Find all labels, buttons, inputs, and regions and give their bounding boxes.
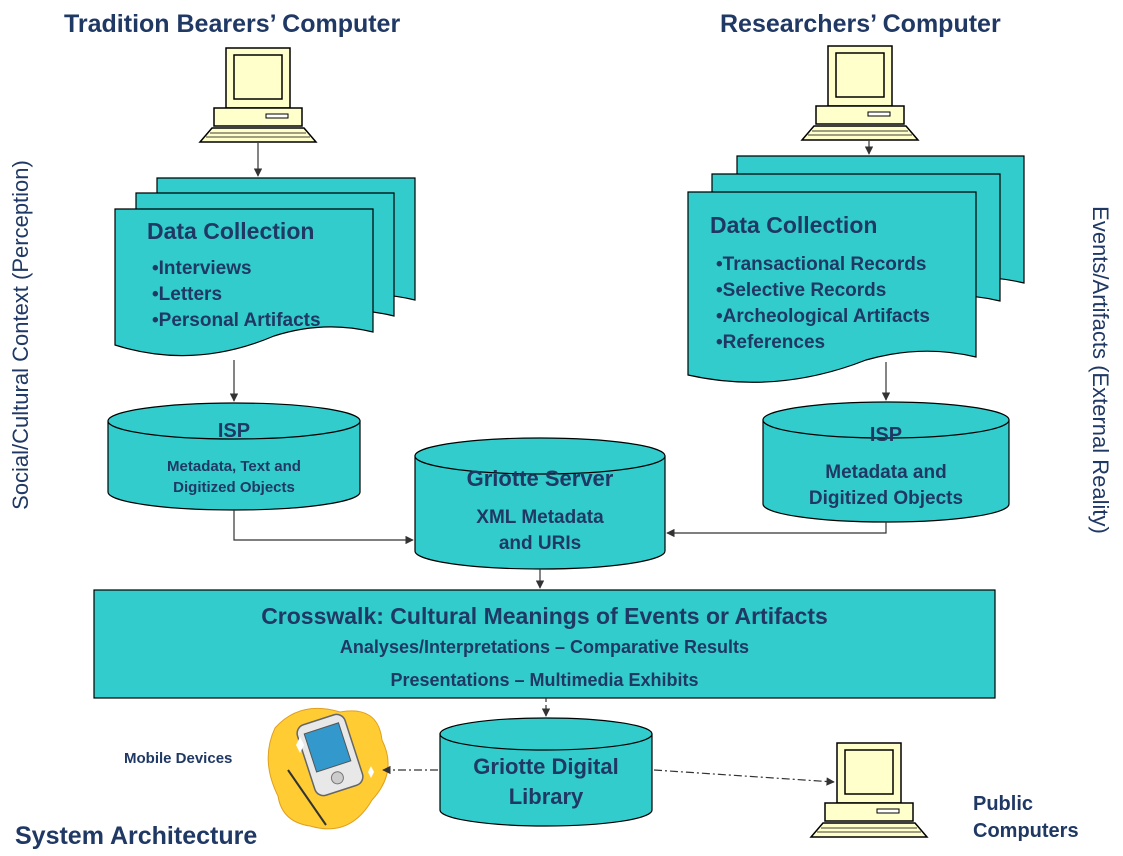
left-data-collection-list: •Interviews •Letters •Personal Artifacts [152,256,321,334]
list-item: •Personal Artifacts [152,310,321,331]
system-architecture-caption: System Architecture [15,822,258,850]
left-data-collection-heading: Data Collection [147,218,315,244]
right-isp-line-1: Metadata and [825,462,947,483]
tradition-computer-title: Tradition Bearers’ Computer [64,10,401,38]
crosswalk-line-1: Analyses/Interpretations – Comparative R… [339,637,750,657]
left-side-label: Social/Cultural Context (Perception) [8,160,33,510]
left-document-stack [114,177,416,357]
list-item: •References [716,332,826,353]
digital-library-label: Griotte Digital Library [440,752,652,812]
right-isp-description: Metadata and Digitized Objects [763,460,1009,512]
left-isp-description: Metadata, Text and Digitized Objects [108,456,360,498]
griotte-server-cylinder [414,437,666,570]
crosswalk-box [93,589,996,699]
list-item: •Interviews [152,258,252,279]
griotte-server-line-1: XML Metadata [476,507,604,528]
list-item: •Selective Records [716,280,887,301]
mobile-devices-label: Mobile Devices [124,750,233,767]
tradition-computer-icon [199,47,317,143]
crosswalk-line-2: Presentations – Multimedia Exhibits [390,670,699,690]
right-isp-line-2: Digitized Objects [808,488,964,509]
public-computers-line-1: Public [973,793,1034,815]
left-isp-title: ISP [217,420,251,442]
griotte-server-line-2: and URIs [498,533,582,554]
crosswalk-title: Crosswalk: Cultural Meanings of Events o… [261,603,828,629]
right-side-label: Events/Artifacts (External Reality) [1088,206,1113,534]
right-data-collection-list: •Transactional Records •Selective Record… [716,252,930,356]
list-item: •Letters [152,284,223,305]
public-computer-icon [810,742,928,838]
digital-library-cylinder [439,717,653,827]
left-isp-line-1: Metadata, Text and [167,458,301,475]
digital-library-line-2: Library [508,784,584,809]
mobile-device-icon [267,707,389,830]
list-item: •Transactional Records [716,254,927,275]
public-computers-label: Public Computers [973,791,1079,845]
connectors [229,141,891,786]
left-isp-cylinder [107,402,361,511]
right-isp-cylinder [762,401,1010,523]
left-isp-line-2: Digitized Objects [173,479,295,496]
griotte-server-description: XML Metadata and URIs [415,505,665,557]
researchers-computer-title: Researchers’ Computer [720,10,1001,38]
list-item: •Archeological Artifacts [716,306,930,327]
griotte-server-title: Griotte Server [466,466,614,491]
right-isp-title: ISP [869,424,903,446]
digital-library-line-1: Griotte Digital [473,754,619,779]
public-computers-line-2: Computers [973,820,1079,842]
right-data-collection-heading: Data Collection [710,212,878,238]
right-document-stack [687,155,1025,383]
researchers-computer-icon [801,45,919,141]
